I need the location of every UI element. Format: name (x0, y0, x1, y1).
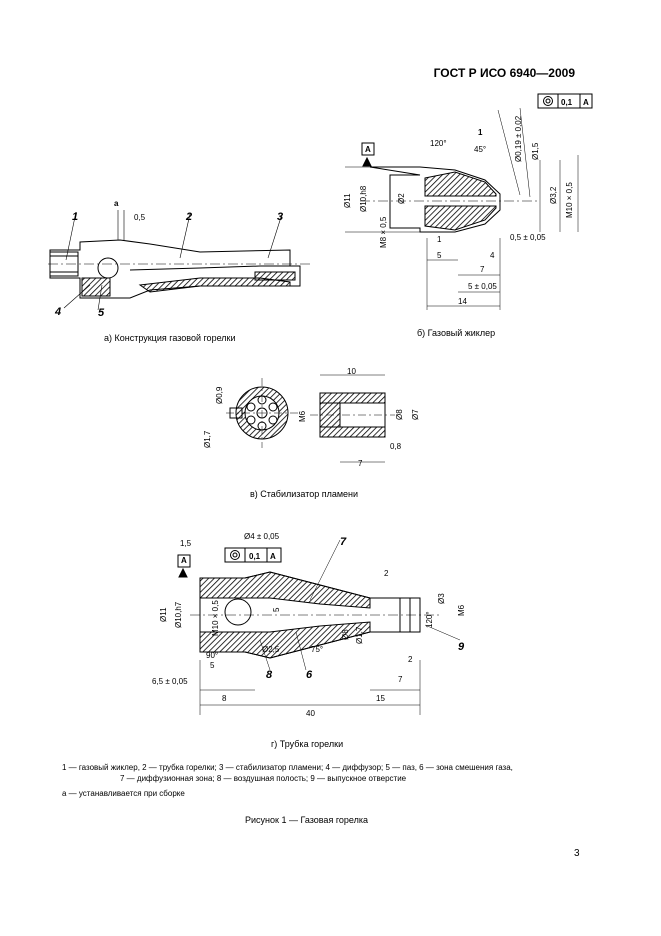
fig-b-dim-14: 14 (458, 297, 467, 306)
fig-b-dim-1: 1 (478, 128, 483, 137)
figure-title: Рисунок 1 — Газовая горелка (245, 815, 369, 825)
fig-a-leader-3: 3 (277, 211, 283, 223)
fig-d-dim-d11: Ø11 (159, 607, 168, 622)
fig-b-dim-5: 5 (437, 251, 442, 260)
fig-b-dim-7: 7 (480, 265, 485, 274)
fig-d-dim-15: 1,5 (180, 539, 192, 548)
fig-b-dim-45: 45° (474, 145, 486, 154)
fig-d-dim-d10h7: Ø10,h7 (174, 601, 183, 628)
page-number: 3 (574, 848, 580, 859)
fig-a-leader-1: 1 (72, 211, 78, 223)
fig-a-leader-4: 4 (54, 306, 61, 318)
fig-d-dim-15b: 15 (376, 694, 385, 703)
fig-b-dim-120: 120° (430, 139, 447, 148)
fig-d-dim-7: 7 (398, 675, 403, 684)
fig-d-dim-8: 8 (222, 694, 227, 703)
legend-note: a — устанавливается при сборке (62, 789, 185, 798)
fig-a-dim-0: 0,5 (134, 213, 146, 222)
fig-d-dim-90: 90° (206, 651, 218, 660)
fig-d-leader-6: 6 (306, 669, 313, 681)
fig-d-leader-8: 8 (266, 669, 273, 681)
figure-d-burner-tube (177, 539, 461, 715)
figure-a-burner-assembly (48, 210, 310, 311)
fig-d-dim-d4: Ø4 ± 0,05 (244, 532, 280, 541)
fig-b-dim-d32: Ø3,2 (549, 186, 558, 204)
fig-d-datum: A (181, 556, 187, 565)
fig-d-dim-d3: Ø3 (437, 593, 446, 604)
legend-line-2: 7 — диффузионная зона; 8 — воздушная пол… (120, 774, 407, 783)
fig-d-dim-2a: 2 (384, 569, 389, 578)
fig-c-dim-m6: M6 (298, 410, 307, 422)
fig-d-tolerance-value: 0,1 (249, 552, 261, 561)
fig-d-leader-9: 9 (458, 641, 465, 653)
fig-d-dim-d17: Ø1,7 (355, 626, 364, 644)
fig-d-dim-d25: Ø2,5 (262, 645, 280, 654)
fig-c-dim-d09: Ø0,9 (215, 386, 224, 404)
caption-b: б) Газовый жиклер (417, 328, 496, 338)
fig-b-tolerance-datum: A (583, 98, 589, 107)
fig-b-dim-4: 4 (490, 251, 495, 260)
fig-d-dim-75: 75° (311, 645, 323, 654)
fig-d-tolerance-datum: A (270, 552, 276, 561)
legend: 1 — газовый жиклер, 2 — трубка горелки; … (62, 762, 622, 799)
fig-b-dim-d15: Ø1,5 (531, 142, 540, 160)
fig-b-dim-m8: M8 × 0,5 (379, 216, 388, 248)
fig-c-dim-7: 7 (358, 459, 363, 468)
legend-line-1: 1 — газовый жиклер, 2 — трубка горелки; … (62, 763, 513, 772)
fig-d-dim-m10: M10 × 0,5 (211, 600, 220, 636)
fig-c-dim-d17: Ø1,7 (203, 430, 212, 448)
fig-a-leader-2: 2 (185, 211, 192, 223)
fig-d-dim-m6: M6 (457, 604, 466, 616)
fig-b-tolerance-value: 0,1 (561, 98, 573, 107)
fig-d-dim-d8: Ø8 (341, 629, 350, 640)
caption-d: г) Трубка горелки (271, 739, 344, 749)
fig-b-dim-5-005: 5 ± 0,05 (468, 282, 497, 291)
fig-d-dim-120: 120° (425, 611, 434, 628)
fig-d-dim-5b: 5 (210, 661, 215, 670)
fig-b-dim-d2: Ø2 (397, 193, 406, 204)
fig-b-datum: A (365, 145, 371, 154)
fig-d-dim-65: 6,5 ± 0,05 (152, 677, 188, 686)
caption-c: в) Стабилизатор пламени (250, 489, 359, 499)
fig-a-note-a: a (114, 199, 119, 208)
fig-d-leader-7: 7 (340, 536, 347, 548)
document-header: ГОСТ Р ИСО 6940—2009 (433, 66, 575, 80)
fig-c-dim-08: 0,8 (390, 442, 402, 451)
fig-b-dim-05: 0,5 ± 0,05 (510, 233, 546, 242)
fig-b-dim-d11: Ø11 (343, 193, 352, 208)
figure-c-flame-stabiliser (226, 374, 395, 463)
fig-a-leader-5: 5 (98, 307, 105, 319)
fig-b-dim-m10: M10 × 0,5 (565, 182, 574, 218)
fig-b-dim-d10h8: Ø10,h8 (359, 185, 368, 212)
fig-c-dim-d7: Ø7 (411, 409, 420, 420)
fig-d-dim-2b: 2 (408, 655, 413, 664)
fig-b-dim-1b: 1 (437, 235, 442, 244)
figure-b-gas-jet (345, 93, 593, 310)
fig-d-dim-40: 40 (306, 709, 315, 718)
fig-c-dim-10: 10 (347, 367, 356, 376)
fig-d-dim-5: 5 (272, 607, 281, 612)
fig-b-dim-d019: Ø0,19 ± 0,02 (514, 115, 523, 162)
caption-a: а) Конструкция газовой горелки (104, 333, 236, 343)
fig-c-dim-d8: Ø8 (395, 409, 404, 420)
